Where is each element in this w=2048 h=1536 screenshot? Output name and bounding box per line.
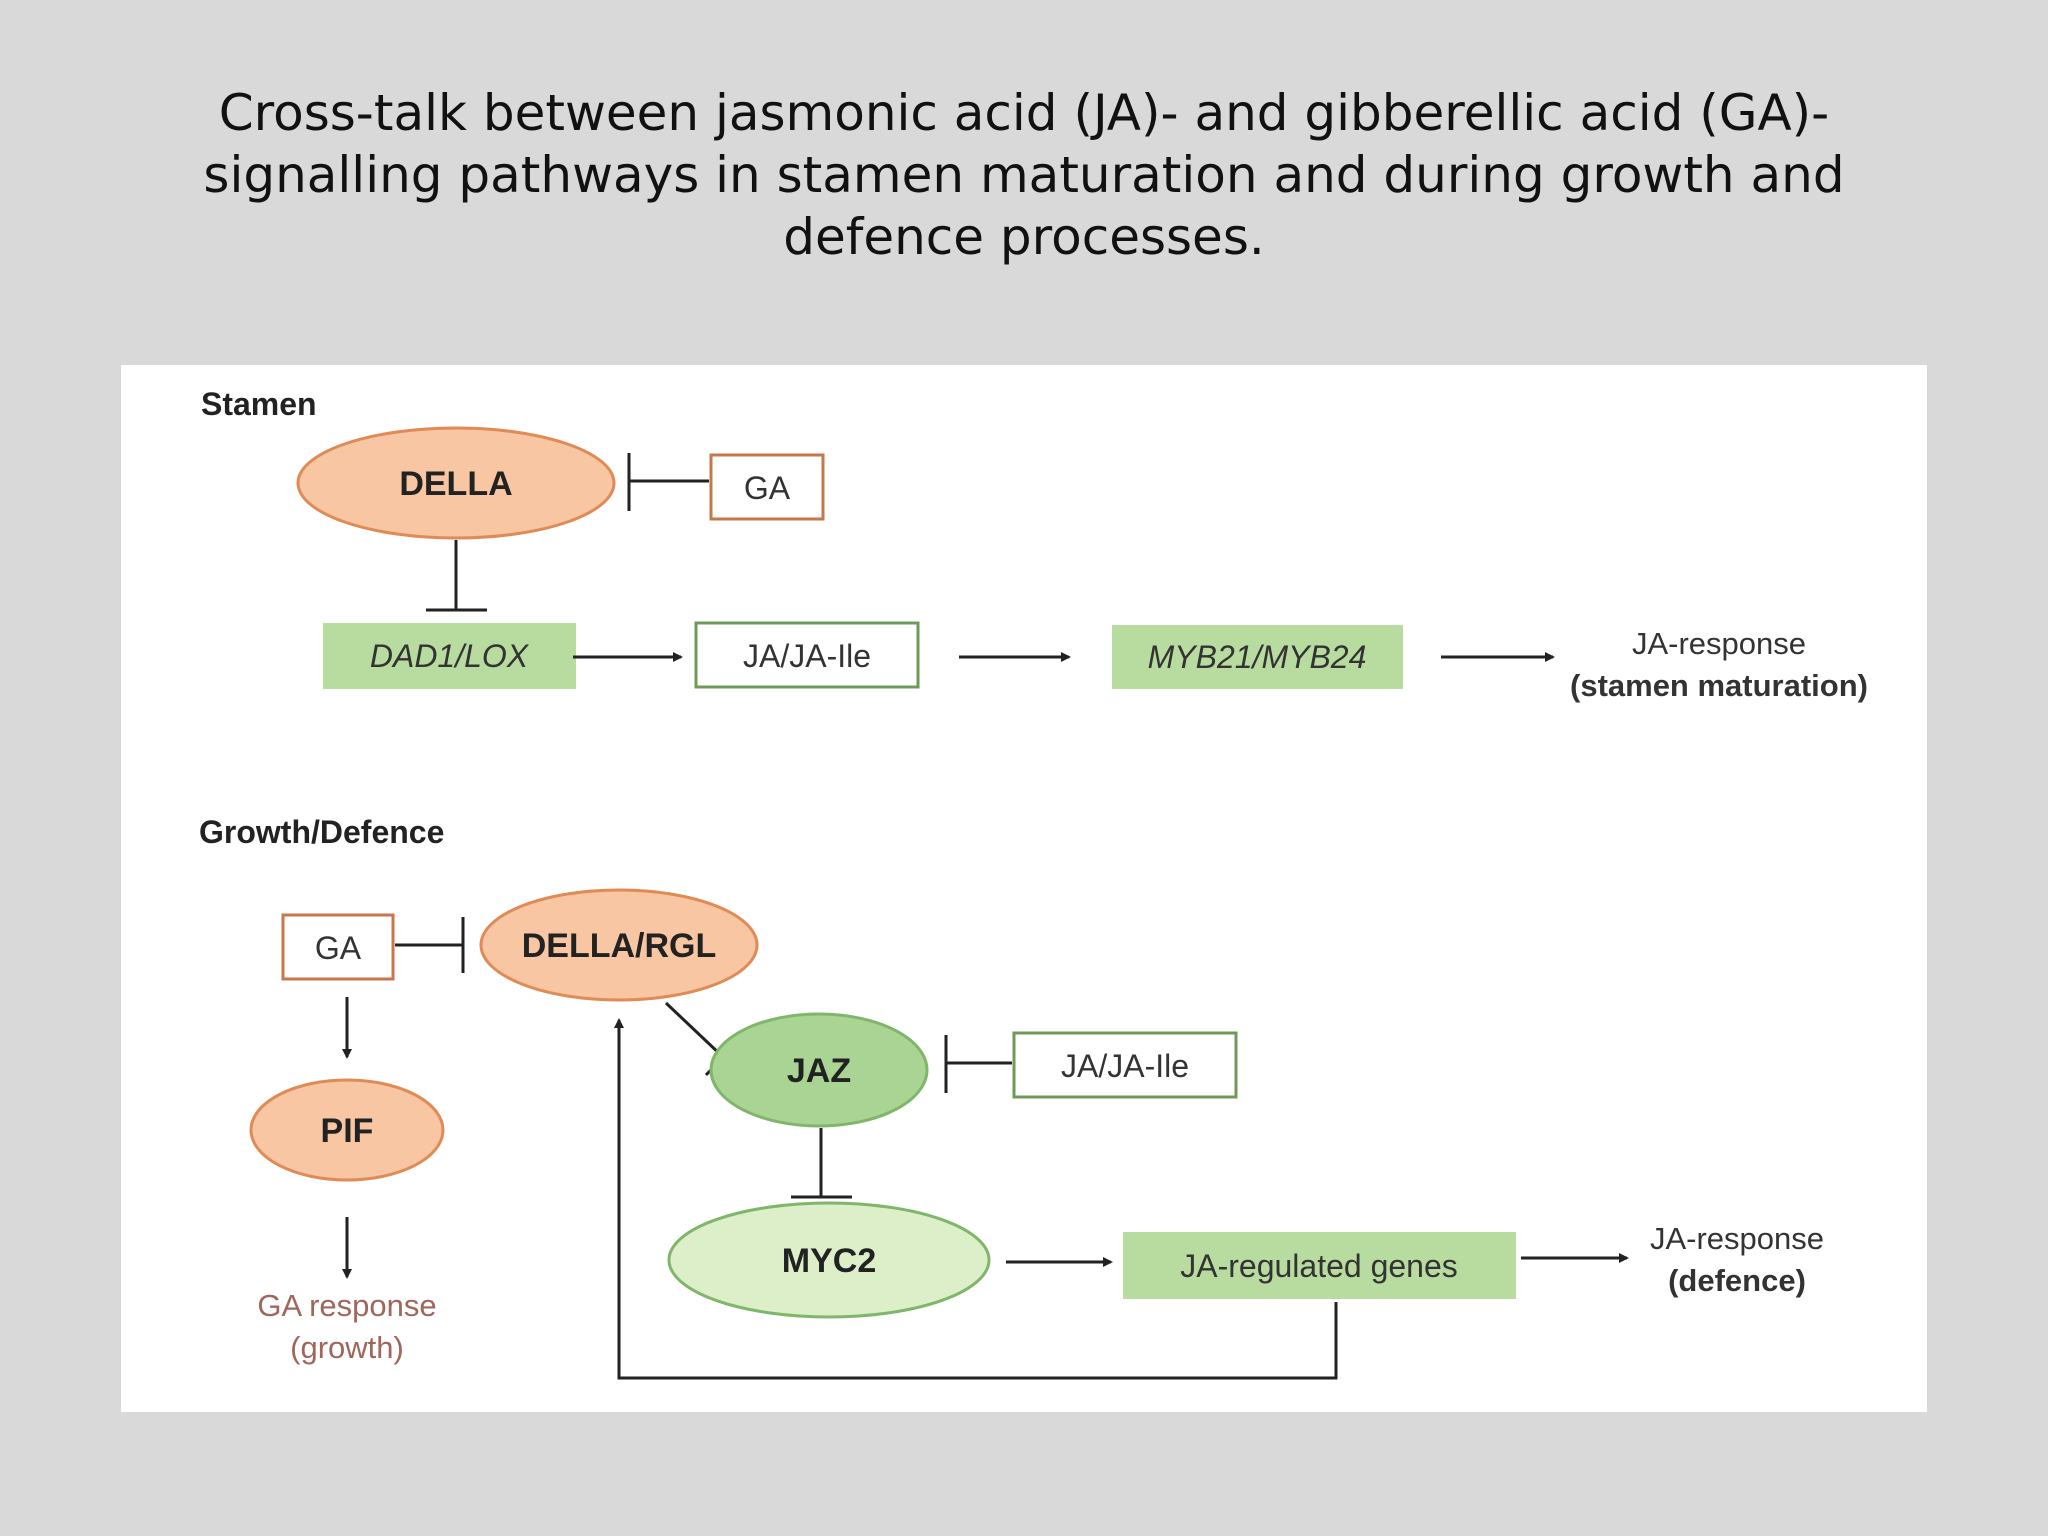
stamen-section-label: Stamen [201,386,317,422]
growth-ja-ile-label: JA/JA-Ile [1061,1048,1189,1084]
growth-ga-label: GA [315,930,362,966]
growth-myc2-node: MYC2 [667,1201,991,1319]
growth-della-rgl-node: DELLA/RGL [479,888,759,1002]
stamen-ja-ile-label: JA/JA-Ile [743,638,871,674]
growth-ja-ile-box: JA/JA-Ile [1012,1031,1238,1099]
growth-jaz-label: JAZ [787,1052,851,1090]
pathway-diagram: Stamen DELLA GA DAD1/LOX JA/JA-Ile MYB21… [121,365,1927,1412]
growth-ga-box: GA [281,913,395,981]
growth-ga-response-line2: (growth) [290,1330,404,1365]
stamen-ja-ile-box: JA/JA-Ile [694,621,920,689]
growth-della-to-jaz-inhibit-line [664,1001,725,1059]
stamen-dad1-lox-label: DAD1/LOX [370,638,530,674]
stamen-myb-label: MYB21/MYB24 [1148,639,1367,675]
growth-ja-genes-box: JA-regulated genes [1123,1232,1516,1299]
growth-pif-label: PIF [321,1112,374,1150]
growth-defence-line2: (defence) [1668,1263,1806,1298]
growth-ja-genes-label: JA-regulated genes [1180,1248,1458,1284]
stamen-ga-label: GA [744,470,791,506]
growth-pif-node: PIF [249,1078,445,1182]
growth-myc2-label: MYC2 [782,1242,876,1280]
stamen-response-line1: JA-response [1632,626,1806,661]
growth-della-rgl-label: DELLA/RGL [522,927,717,965]
stamen-della-label: DELLA [399,465,512,503]
slide-title: Cross-talk between jasmonic acid (JA)- a… [203,84,1845,266]
growth-jaz-node: JAZ [709,1012,929,1128]
stamen-myb-box: MYB21/MYB24 [1112,625,1403,689]
stamen-ga-box: GA [709,453,825,521]
growth-section-label: Growth/Defence [199,814,444,850]
growth-ga-response-line1: GA response [257,1288,436,1323]
stamen-dad1-lox-box: DAD1/LOX [323,623,576,689]
growth-defence-line1: JA-response [1650,1221,1824,1256]
stamen-della-node: DELLA [296,426,616,540]
growth-feedback-arrow [614,1018,1338,1380]
figure-background [121,365,1927,1412]
stamen-response-line2: (stamen maturation) [1570,668,1868,703]
